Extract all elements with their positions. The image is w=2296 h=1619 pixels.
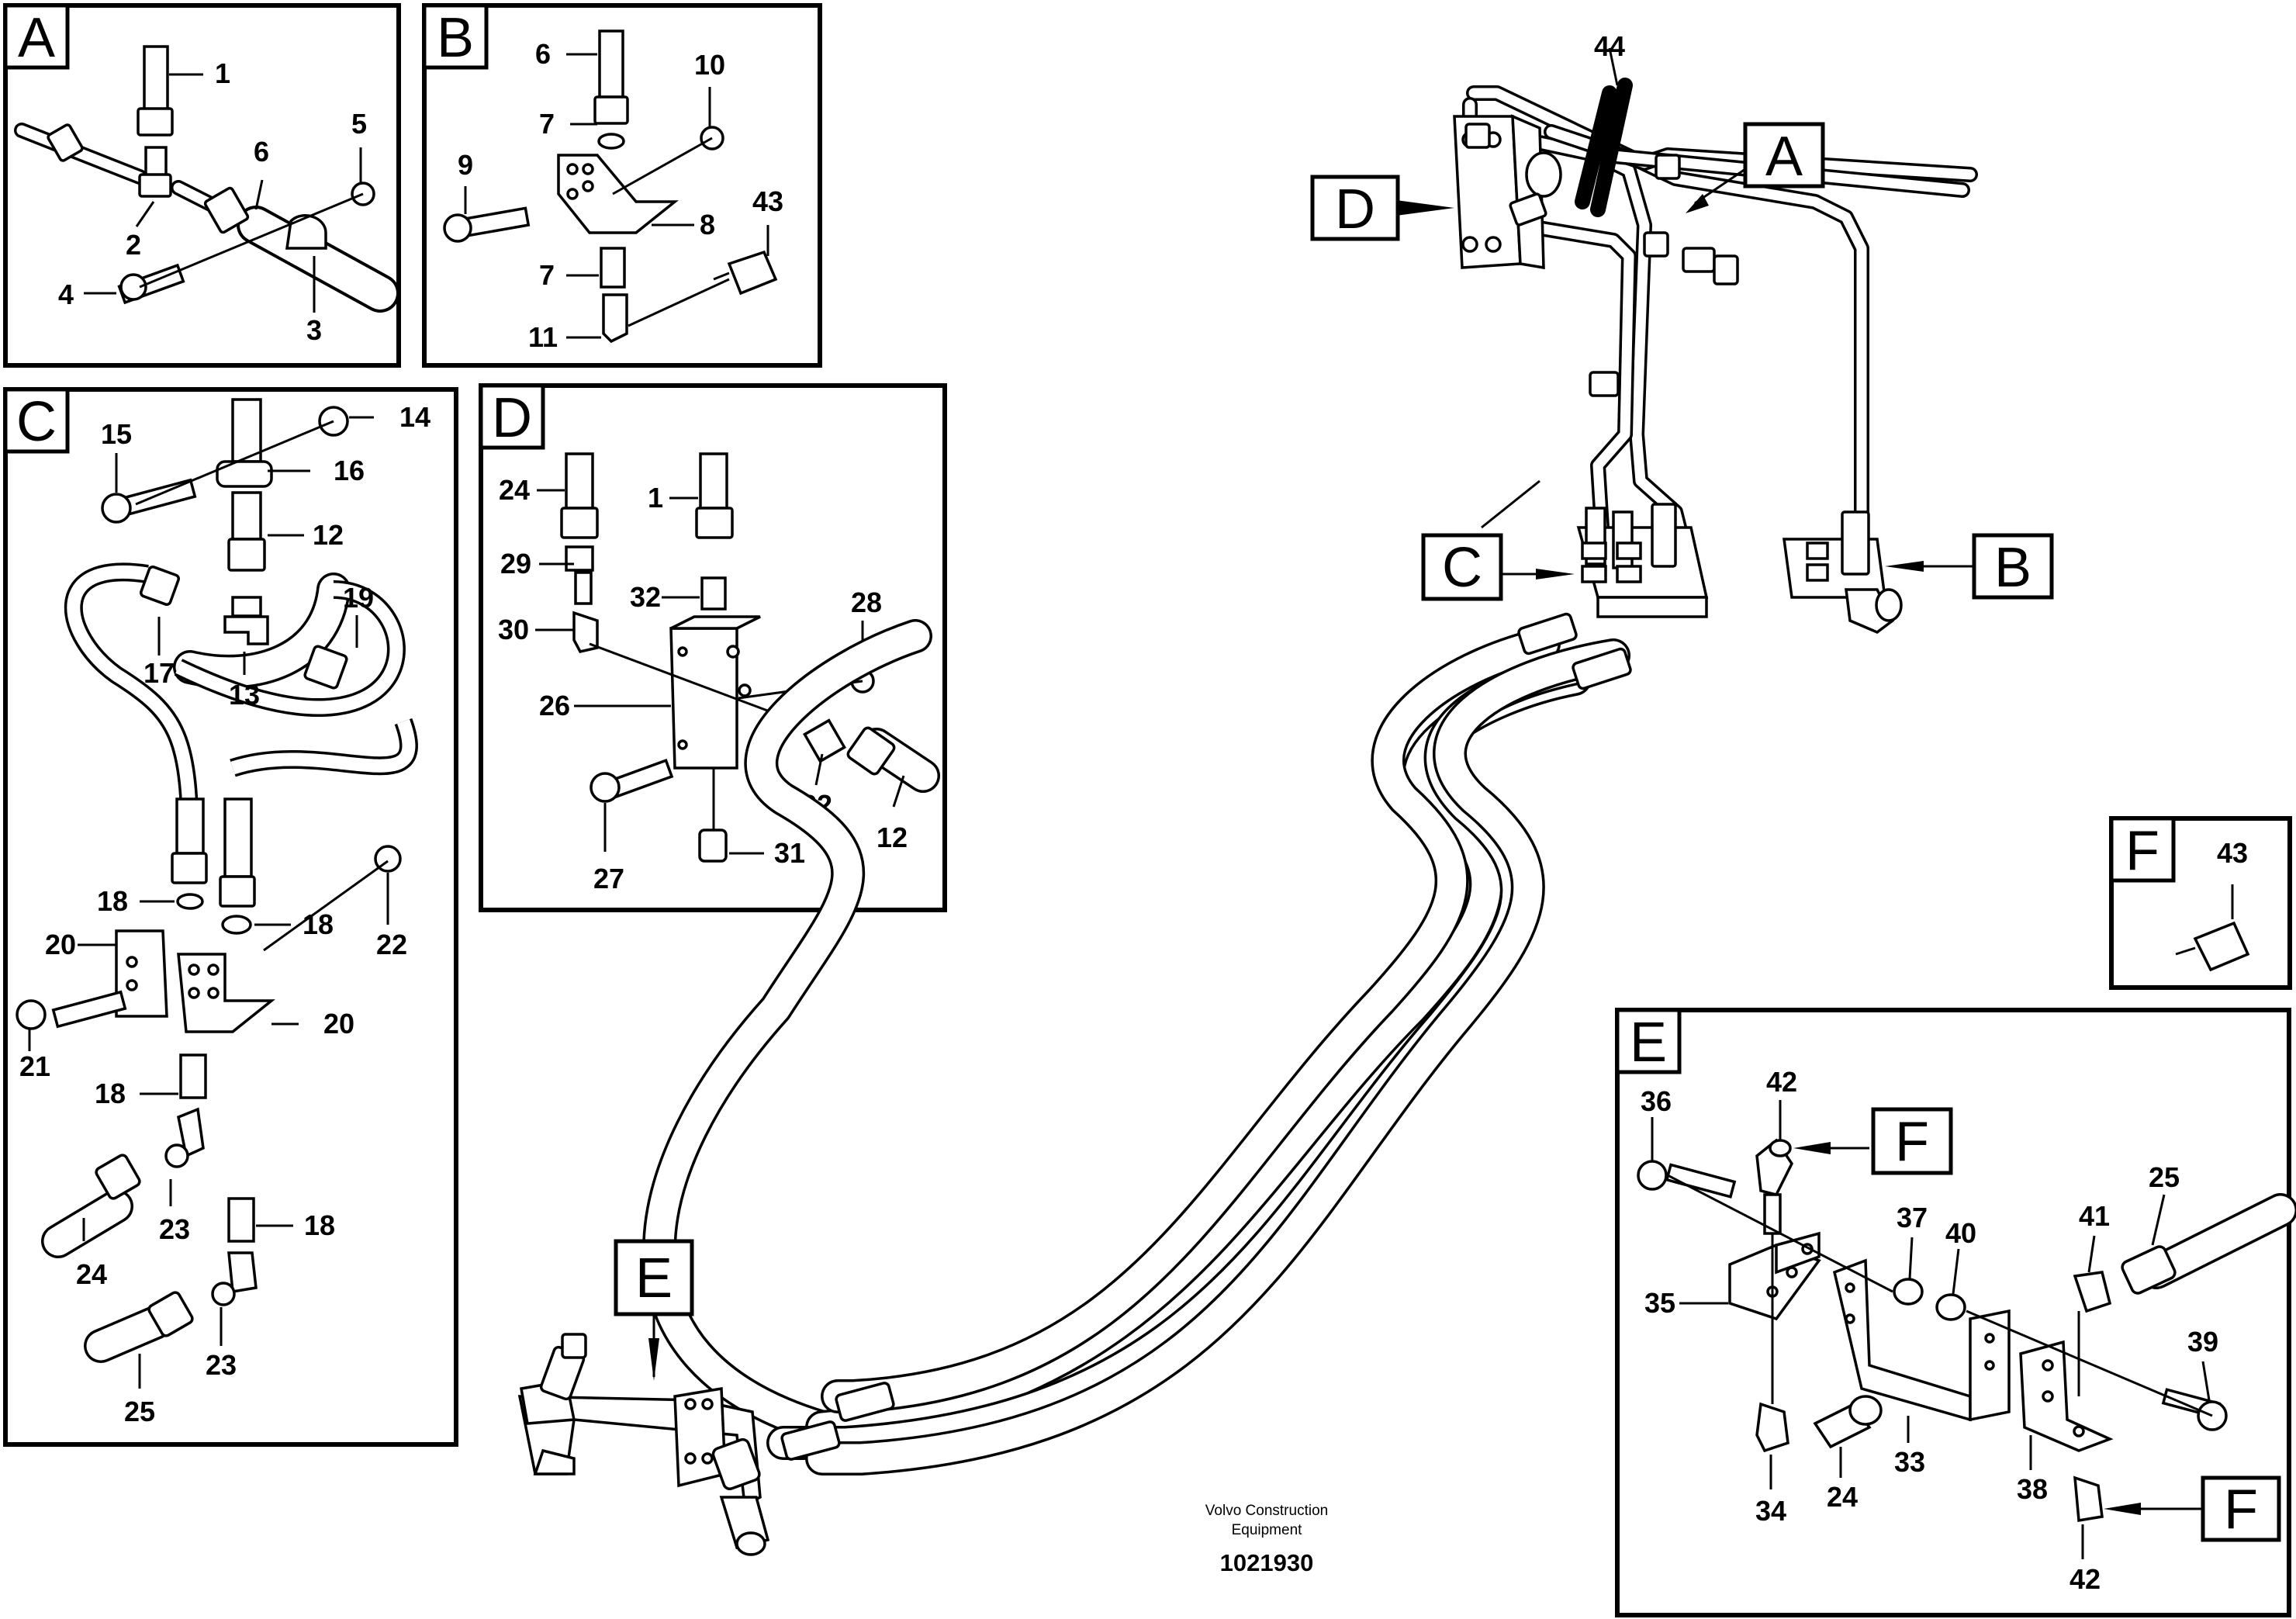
label-e-33: 33 — [1894, 1446, 1925, 1478]
panel-a: A 1 2 6 5 4 3 — [3, 3, 401, 368]
label-a-1: 1 — [215, 57, 230, 89]
label-d-29: 29 — [500, 548, 531, 579]
callout-f1: F — [1895, 1111, 1929, 1173]
label-e-42a: 42 — [1766, 1066, 1797, 1098]
label-b-7b: 7 — [539, 259, 555, 291]
label-e-42b: 42 — [2070, 1563, 2101, 1595]
label-d-30: 30 — [498, 614, 529, 645]
panel-e-letter: E — [1630, 1012, 1667, 1074]
label-c-19: 19 — [343, 582, 374, 614]
label-a-6: 6 — [254, 136, 269, 168]
label-c-25: 25 — [124, 1396, 155, 1427]
label-c-18b: 18 — [303, 908, 334, 940]
panel-f: F 43 — [2109, 816, 2292, 990]
label-b-11: 11 — [528, 321, 558, 353]
label-c-17: 17 — [144, 657, 175, 689]
label-c-15: 15 — [101, 418, 132, 450]
label-d-12: 12 — [877, 822, 908, 853]
label-c-24: 24 — [76, 1258, 107, 1290]
main-assembly: 44 D A C B E — [517, 30, 2054, 1556]
panel-c: C — [3, 387, 458, 1447]
label-c-12: 12 — [313, 519, 344, 551]
label-a-2: 2 — [126, 229, 141, 261]
label-c-18a: 18 — [97, 885, 128, 917]
label-main-44: 44 — [1594, 30, 1625, 62]
label-c-23b: 23 — [206, 1349, 237, 1381]
doc-number: 1021930 — [1220, 1549, 1314, 1576]
label-e-25: 25 — [2149, 1161, 2180, 1193]
label-c-20b: 20 — [323, 1008, 354, 1040]
callout-box-f1 — [1871, 1107, 1953, 1175]
label-e-36: 36 — [1641, 1085, 1672, 1117]
callout-d: D — [1335, 178, 1375, 240]
label-b-8: 8 — [700, 209, 715, 240]
panel-b-letter: B — [437, 7, 474, 69]
label-f-43: 43 — [2217, 837, 2248, 869]
label-c-14: 14 — [399, 401, 430, 433]
label-b-9: 9 — [458, 149, 473, 181]
panel-c-letter: C — [16, 391, 57, 453]
panel-d-letter: D — [492, 387, 532, 449]
label-b-43: 43 — [752, 185, 783, 217]
panel-a-letter: A — [18, 7, 55, 69]
callout-box-c — [1421, 533, 1503, 601]
label-d-28: 28 — [851, 586, 882, 618]
callout-box-a — [1743, 122, 1825, 189]
callout-box-d — [1310, 175, 1400, 241]
label-d-24: 24 — [499, 474, 530, 506]
label-a-5: 5 — [351, 108, 367, 140]
callout-f2: F — [2224, 1479, 2258, 1541]
label-e-37: 37 — [1897, 1202, 1928, 1233]
panel-d: D 24 1 29 32 — [479, 383, 947, 912]
label-e-39: 39 — [2187, 1326, 2218, 1358]
label-d-1: 1 — [648, 482, 663, 514]
label-c-18c: 18 — [95, 1078, 126, 1109]
label-c-22: 22 — [376, 929, 407, 960]
label-e-41: 41 — [2079, 1200, 2110, 1232]
callout-box-e — [614, 1239, 694, 1316]
label-b-6: 6 — [535, 38, 551, 70]
callout-c: C — [1442, 537, 1482, 599]
label-e-38: 38 — [2017, 1473, 2048, 1505]
footer: Volvo Construction Equipment 1021930 — [1205, 1503, 1328, 1576]
label-c-18d: 18 — [304, 1209, 335, 1241]
label-c-20a: 20 — [45, 929, 76, 960]
label-c-16: 16 — [334, 455, 365, 486]
label-a-4: 4 — [58, 278, 74, 310]
callout-box-f2 — [2201, 1475, 2281, 1542]
callout-e: E — [635, 1247, 673, 1309]
label-e-34: 34 — [1755, 1495, 1786, 1527]
callout-a: A — [1765, 126, 1803, 188]
panel-b: B 6 10 7 9 8 43 7 11 — [422, 3, 822, 368]
label-a-3: 3 — [306, 314, 322, 346]
footer-company-line1: Volvo Construction — [1205, 1503, 1328, 1519]
label-b-10: 10 — [694, 49, 725, 81]
label-d-31: 31 — [774, 837, 805, 869]
label-e-35: 35 — [1644, 1287, 1675, 1319]
label-c-21: 21 — [19, 1050, 50, 1082]
panel-e: E — [1615, 1008, 2296, 1617]
label-e-24: 24 — [1827, 1481, 1858, 1513]
label-c-23a: 23 — [159, 1213, 190, 1245]
label-b-7: 7 — [539, 108, 555, 140]
footer-company-line2: Equipment — [1232, 1522, 1303, 1538]
callout-b: B — [1994, 537, 2031, 599]
panel-f-letter: F — [2125, 820, 2159, 882]
label-e-40: 40 — [1945, 1217, 1976, 1249]
label-d-26: 26 — [539, 690, 570, 721]
callout-box-b — [1972, 533, 2054, 600]
label-d-27: 27 — [593, 863, 624, 894]
label-c-13: 13 — [229, 679, 260, 711]
label-d-32a: 32 — [630, 581, 661, 613]
